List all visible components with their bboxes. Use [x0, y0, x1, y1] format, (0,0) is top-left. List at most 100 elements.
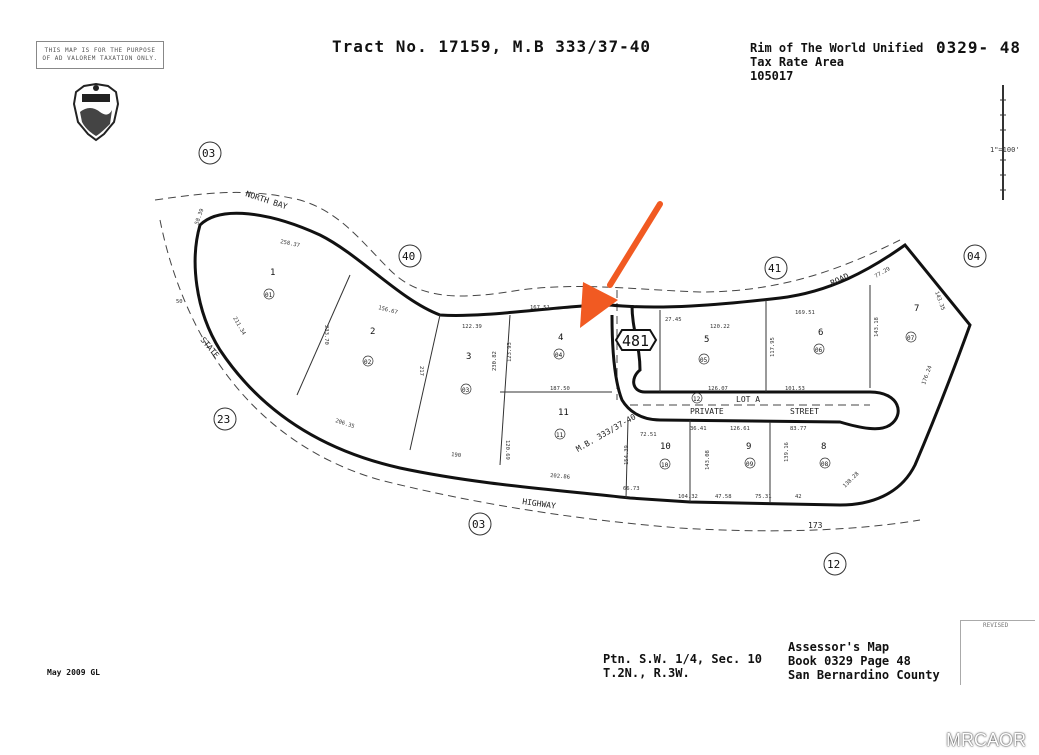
lot-number-7: 7: [914, 304, 919, 314]
parcel-05: 05: [700, 357, 708, 364]
assessor-info: Assessor's Map Book 0329 Page 48 San Ber…: [788, 640, 940, 682]
dimension: 167.51: [530, 305, 550, 311]
notice-line-2: OF AD VALOREM TAXATION ONLY.: [42, 55, 158, 62]
dimension: 27.45: [665, 317, 682, 323]
dimension: 154.39: [624, 445, 630, 465]
dimension: 83.77: [790, 426, 807, 432]
assessor-line-3: San Bernardino County: [788, 668, 940, 682]
lot-number-6: 6: [818, 328, 823, 338]
section-location: Ptn. S.W. 1/4, Sec. 10 T.2N., R.3W.: [603, 652, 762, 680]
assessor-line-1: Assessor's Map: [788, 640, 890, 654]
dimension: 138.28: [842, 471, 860, 489]
street-highway: HIGHWAY: [522, 497, 557, 511]
parcel-01: 01: [265, 292, 273, 299]
street-labels: NORTH BAY ROAD STATE HIGHWAY 173 LOT A P…: [198, 189, 850, 530]
dimension: 190: [451, 452, 462, 459]
dimension: 104.32: [678, 494, 698, 500]
map-page-label: 481: [622, 332, 649, 350]
lot-number-5: 5: [704, 335, 709, 345]
parcel-07: 07: [907, 335, 915, 342]
map-date: May 2009 GL: [47, 668, 100, 677]
lot-lines: [296, 274, 871, 503]
dimension: 217: [418, 366, 424, 376]
lot-number-11: 11: [558, 408, 569, 418]
dimension: 126.61: [730, 426, 750, 432]
dimension: 211.34: [231, 316, 246, 337]
dimension: 233.70: [323, 325, 329, 345]
parcel-09: 09: [746, 461, 754, 468]
adjacent-page-23: 23: [217, 413, 230, 426]
dimension: 101.53: [785, 386, 805, 392]
street-north-bay: NORTH BAY: [244, 189, 288, 211]
parcel-12: 12: [693, 396, 701, 403]
assessor-line-2: Book 0329 Page 48: [788, 654, 911, 668]
parcel-10: 10: [661, 462, 669, 469]
street-private: PRIVATE: [690, 407, 724, 416]
lot-number-3: 3: [466, 352, 471, 362]
adjacent-page-41: 41: [768, 262, 781, 275]
dimension: 156.67: [377, 305, 398, 316]
district-line-3: 105017: [750, 69, 794, 83]
adjacent-page-04: 04: [967, 250, 981, 263]
street-highway-number: 173: [808, 521, 823, 530]
page-number: 0329- 48: [936, 38, 1022, 57]
lot-number-4: 4: [558, 333, 563, 343]
dimension: 123.93: [507, 342, 513, 362]
dimension: 122.39: [462, 324, 482, 330]
dimension: 143.08: [705, 450, 711, 470]
dimension: 117.95: [770, 337, 776, 357]
scale-bar-icon: [1000, 85, 1006, 200]
tax-district: Rim of The World Unified Tax Rate Area 1…: [750, 41, 923, 83]
parcel-02: 02: [364, 359, 372, 366]
district-line-2: Tax Rate Area: [750, 55, 844, 69]
adjacent-page-40: 40: [402, 250, 415, 263]
street-street: STREET: [790, 407, 819, 416]
dimension: 47.58: [715, 494, 732, 500]
adjacent-page-12: 12: [827, 558, 840, 571]
lot-number-8: 8: [821, 442, 826, 452]
adjacent-page-03-top: 03: [202, 147, 215, 160]
lot-number-9: 9: [746, 442, 751, 452]
revised-label: REVISED: [983, 622, 1009, 629]
dimension: 42: [795, 494, 802, 500]
lot-number-10: 10: [660, 442, 671, 452]
dimension: 139.16: [784, 442, 790, 462]
cul-de-sac: [610, 304, 900, 431]
location-line-1: Ptn. S.W. 1/4, Sec. 10: [603, 652, 762, 666]
dimension: 176.24: [921, 364, 934, 385]
parcel-08: 08: [821, 461, 829, 468]
dimension: 120.69: [504, 440, 510, 460]
dimension: 66.73: [623, 486, 640, 492]
lot-number-1: 1: [270, 268, 275, 278]
dimension: 50: [176, 299, 183, 305]
dimension: 77.29: [874, 266, 891, 279]
dimension: 206.35: [334, 418, 355, 430]
parcel-06: 06: [815, 347, 823, 354]
adjacent-page-03-bottom: 03: [472, 518, 485, 531]
lot-labels: 1 01 2 02 3 03 4 04 5 05 6 06 7 07 8 08 …: [263, 268, 919, 470]
county-seal-icon: [72, 82, 120, 142]
dimension: 75.31: [755, 494, 772, 500]
dimension: 258.37: [280, 239, 301, 249]
road-centerlines: [154, 191, 921, 532]
dimension: 143.18: [874, 317, 880, 337]
dimension: 126.07: [708, 386, 728, 392]
notice-line-1: THIS MAP IS FOR THE PURPOSE: [44, 47, 156, 54]
tract-boundary: [193, 211, 972, 507]
watermark: MRCAOR: [946, 730, 1026, 750]
parcel-04: 04: [555, 352, 563, 359]
dimension: 120.22: [710, 324, 730, 330]
dimension: 36.41: [690, 426, 707, 432]
highlight-arrow-icon: [580, 201, 663, 328]
dimension: 230.82: [492, 351, 498, 371]
map-title: Tract No. 17159, M.B 333/37-40: [332, 37, 651, 56]
street-road: ROAD: [829, 271, 850, 287]
taxation-notice: THIS MAP IS FOR THE PURPOSE OF AD VALORE…: [36, 41, 164, 69]
dimension: 169.51: [795, 310, 815, 316]
street-lot-a: LOT A: [736, 395, 760, 404]
district-line-1: Rim of The World Unified: [750, 41, 924, 55]
lot-number-2: 2: [370, 327, 375, 337]
dimension: 202.86: [550, 473, 570, 481]
dimension: 58.39: [194, 208, 205, 226]
